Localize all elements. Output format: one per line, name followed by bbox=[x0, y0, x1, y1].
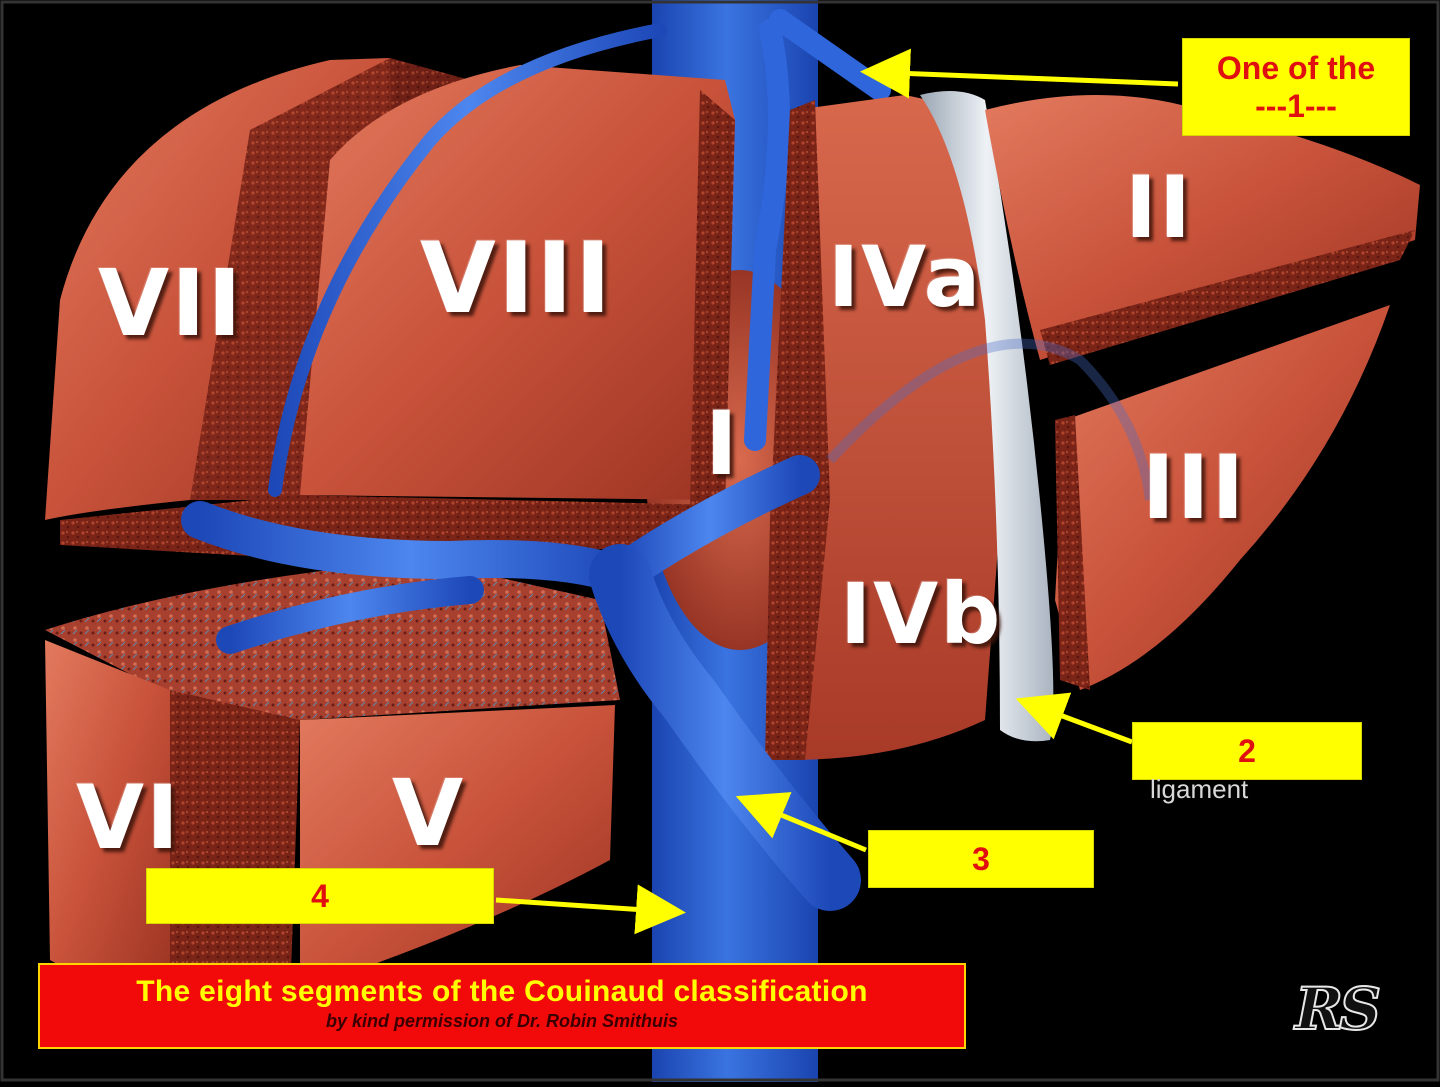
segment-vi-shape bbox=[45, 640, 170, 1000]
callout-3[interactable]: 3 bbox=[868, 830, 1094, 888]
segment-label-ii: II bbox=[1125, 158, 1193, 258]
callout-1-line2: ---1--- bbox=[1255, 88, 1337, 124]
middle-hepatic-vein bbox=[268, 23, 667, 497]
segment-ii-cut-surface bbox=[1040, 230, 1415, 365]
segment-viii-cut-surface bbox=[690, 90, 735, 510]
caption-box: The eight segments of the Couinaud class… bbox=[38, 963, 966, 1049]
segment-label-iva: IVa bbox=[828, 228, 983, 326]
callout-1[interactable]: One of the ---1--- bbox=[1182, 38, 1410, 136]
segment-label-vii: VII bbox=[98, 250, 244, 357]
arrow-3 bbox=[735, 792, 867, 853]
segment-label-iii: III bbox=[1142, 436, 1247, 539]
segment-label-vi: VI bbox=[76, 766, 181, 869]
segment-ii-shape bbox=[985, 95, 1420, 360]
segment-v-vi-cut-surface bbox=[170, 690, 300, 1000]
segment-label-ivb: IVb bbox=[840, 565, 1003, 663]
signature-logo: RS bbox=[1294, 974, 1382, 1044]
segment-iv-cut-surface bbox=[765, 100, 830, 760]
segment-iii-cut-surface bbox=[1055, 415, 1090, 690]
segment-label-i: I bbox=[705, 392, 740, 495]
falciform-ligament bbox=[920, 91, 1054, 742]
left-hepatic-vein bbox=[744, 19, 790, 451]
arrow-1 bbox=[860, 48, 1179, 99]
segment-iv-shape bbox=[770, 95, 1000, 760]
callout-2-label: 2 bbox=[1238, 732, 1256, 769]
callout-4[interactable]: 4 bbox=[146, 868, 494, 924]
callout-2[interactable]: 2 bbox=[1132, 722, 1362, 780]
portal-vein-right-branch bbox=[181, 501, 639, 594]
ligamentum-venosum bbox=[826, 338, 1155, 501]
caption-subtitle: by kind permission of Dr. Robin Smithuis bbox=[325, 1011, 679, 1031]
callout-4-label: 4 bbox=[311, 877, 329, 914]
segment-label-v: V bbox=[392, 760, 466, 867]
portal-vein-posterior-branch bbox=[216, 576, 484, 654]
callout-1-line1: One of the bbox=[1216, 49, 1376, 86]
caption-title: The eight segments of the Couinaud class… bbox=[136, 975, 868, 1008]
segment-label-viii: VIII bbox=[420, 222, 614, 336]
callout-3-label: 3 bbox=[972, 840, 990, 877]
arrow-2 bbox=[1015, 692, 1133, 745]
segment-iii-shape bbox=[1055, 305, 1390, 690]
arrow-4 bbox=[495, 884, 686, 935]
ligament-partial-label: ligament bbox=[1150, 774, 1249, 804]
